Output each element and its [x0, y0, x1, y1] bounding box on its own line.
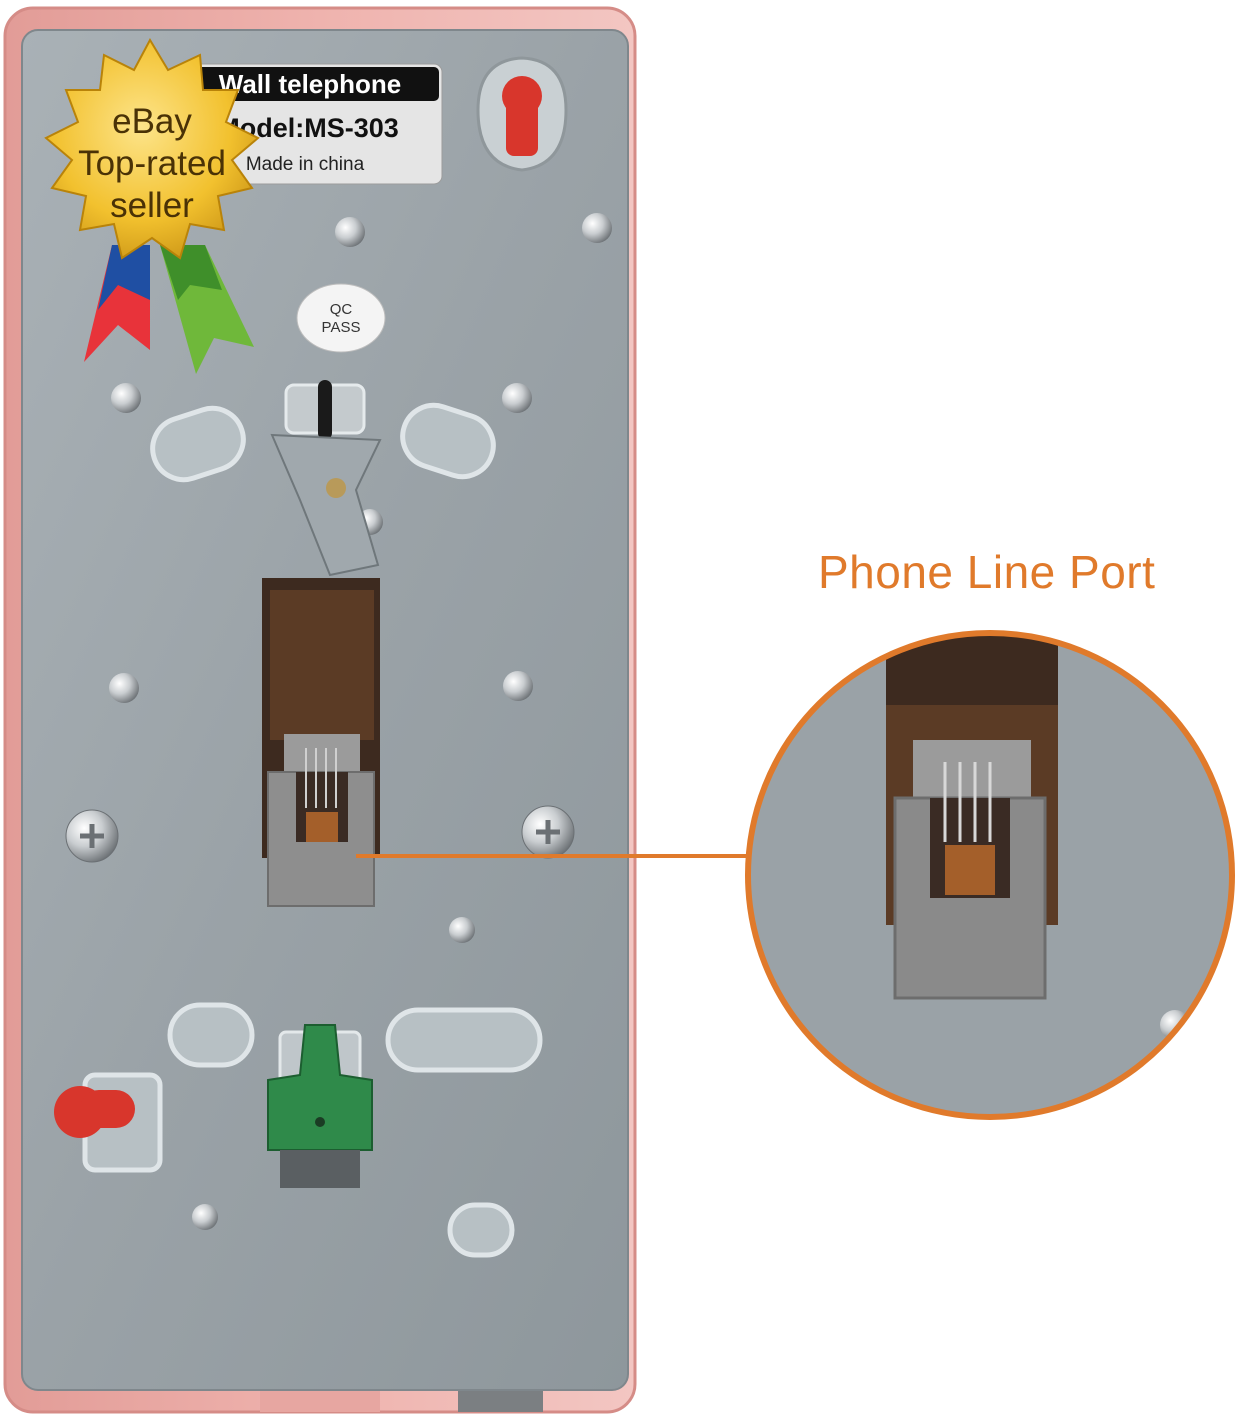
screw-icon — [503, 671, 533, 701]
keyhole-icon — [54, 1086, 135, 1138]
screw-icon — [502, 383, 532, 413]
screw-icon — [335, 217, 365, 247]
badge-line-3: seller — [110, 186, 194, 225]
green-clip — [267, 1024, 373, 1188]
qc-line-1: QC — [330, 301, 353, 318]
badge-line-1: eBay — [112, 102, 192, 141]
keyhole-icon — [476, 56, 568, 172]
screw-icon — [449, 917, 475, 943]
model-sticker: Wall telephone Model:MS-303 Made in chin… — [174, 63, 443, 185]
sticker-origin: Made in china — [246, 154, 365, 175]
magnified-jack-view — [745, 630, 1235, 1120]
ebay-top-rated-badge-icon: eBay Top-rated seller — [44, 37, 260, 374]
phone-jack-icon — [267, 734, 375, 907]
screw-icon — [111, 383, 141, 413]
screw-icon — [109, 673, 139, 703]
qc-line-2: PASS — [322, 319, 361, 336]
qc-pass-sticker: QC PASS — [296, 283, 386, 353]
badge-line-2: Top-rated — [78, 144, 226, 183]
plate-rivets — [65, 213, 612, 1230]
hook-switch — [270, 380, 382, 577]
screw-icon — [192, 1204, 218, 1230]
callout-title: Phone Line Port — [818, 546, 1156, 598]
screw-icon — [582, 213, 612, 243]
sticker-title: Wall telephone — [219, 69, 402, 99]
